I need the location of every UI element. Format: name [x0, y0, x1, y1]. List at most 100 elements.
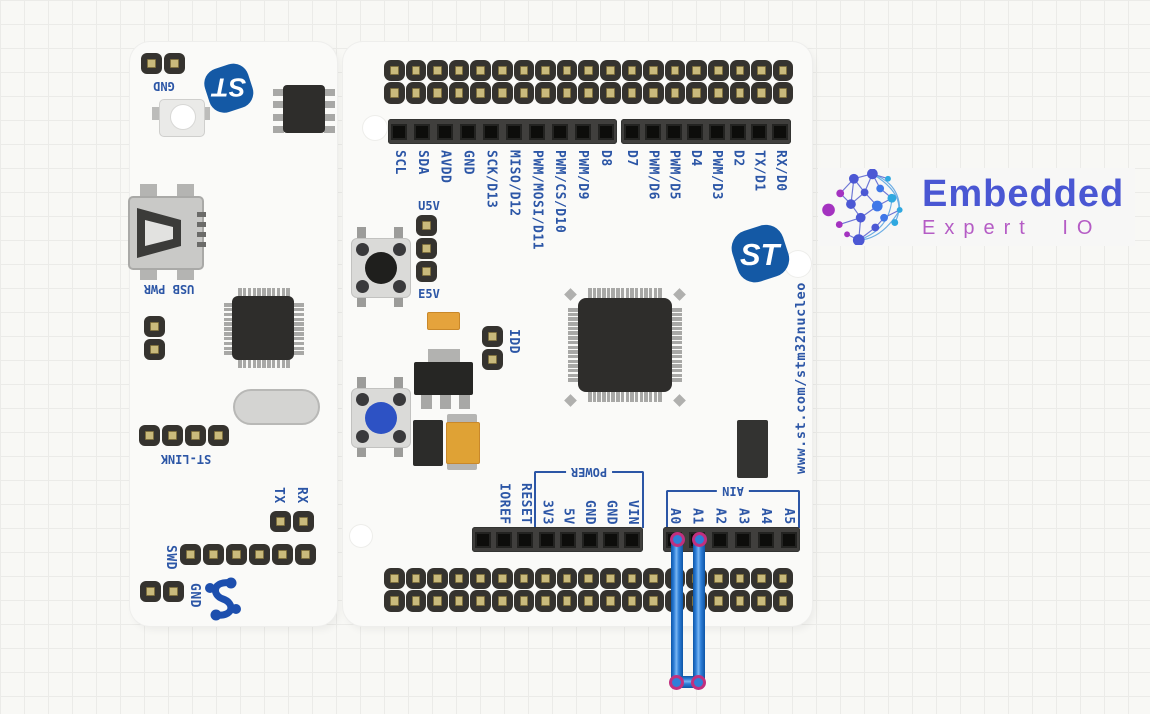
header-pin[interactable] [144, 339, 165, 360]
header-pin[interactable] [535, 590, 556, 612]
header-pin[interactable] [535, 82, 556, 104]
header-pin[interactable] [643, 60, 664, 82]
wire-connector[interactable] [692, 532, 707, 547]
header-socket[interactable] [414, 123, 431, 140]
header-pin[interactable] [427, 82, 448, 104]
digital-header-right[interactable] [621, 119, 791, 144]
header-pin[interactable] [578, 590, 599, 612]
header-socket[interactable] [602, 531, 619, 548]
smd-capacitor[interactable] [413, 420, 443, 466]
header-pin[interactable] [556, 60, 578, 82]
gnd-header-top[interactable] [141, 53, 185, 74]
header-pin[interactable] [405, 590, 427, 612]
header-pin[interactable] [772, 568, 794, 590]
header-socket[interactable] [644, 123, 661, 140]
header-pin[interactable] [470, 60, 491, 82]
header-pin[interactable] [621, 82, 643, 104]
header-pin[interactable] [643, 590, 664, 612]
header-pin[interactable] [578, 568, 599, 590]
header-pin[interactable] [427, 568, 448, 590]
smd-resistor[interactable] [427, 312, 460, 330]
header-pin[interactable] [751, 60, 772, 82]
header-pin[interactable] [599, 590, 621, 612]
header-pin[interactable] [208, 425, 229, 446]
header-pin[interactable] [578, 60, 599, 82]
header-pin[interactable] [482, 349, 503, 370]
digital-header-left[interactable] [388, 119, 617, 144]
header-pin[interactable] [405, 60, 427, 82]
header-pin[interactable] [384, 590, 405, 612]
header-pin[interactable] [556, 590, 578, 612]
header-pin[interactable] [751, 82, 772, 104]
header-pin[interactable] [203, 544, 224, 565]
header-pin[interactable] [578, 82, 599, 104]
wire-connector[interactable] [669, 675, 684, 690]
morpho-header-top[interactable] [384, 60, 794, 104]
header-socket[interactable] [460, 123, 477, 140]
header-pin[interactable] [470, 590, 491, 612]
header-socket[interactable] [437, 123, 454, 140]
header-pin[interactable] [295, 544, 316, 565]
header-pin[interactable] [384, 82, 405, 104]
header-pin[interactable] [707, 568, 729, 590]
header-pin[interactable] [139, 425, 160, 446]
header-pin[interactable] [751, 590, 772, 612]
header-socket[interactable] [391, 123, 408, 140]
button-cap[interactable] [365, 252, 397, 284]
header-pin[interactable] [384, 60, 405, 82]
header-pin[interactable] [405, 568, 427, 590]
header-pin[interactable] [270, 511, 291, 532]
header-socket[interactable] [517, 531, 534, 548]
header-socket[interactable] [666, 123, 683, 140]
header-pin[interactable] [141, 53, 162, 74]
header-socket[interactable] [551, 123, 568, 140]
power-select-header[interactable] [416, 215, 437, 282]
header-pin[interactable] [144, 316, 165, 337]
header-pin[interactable] [621, 568, 643, 590]
jumper-header[interactable] [144, 316, 165, 360]
header-pin[interactable] [621, 60, 643, 82]
wire-connector[interactable] [670, 532, 685, 547]
header-pin[interactable] [491, 60, 513, 82]
header-pin[interactable] [707, 590, 729, 612]
txrx-header[interactable] [270, 511, 314, 532]
header-pin[interactable] [226, 544, 247, 565]
header-socket[interactable] [597, 123, 614, 140]
header-pin[interactable] [491, 590, 513, 612]
header-pin[interactable] [405, 82, 427, 104]
header-pin[interactable] [513, 568, 535, 590]
header-pin[interactable] [470, 82, 491, 104]
header-socket[interactable] [528, 123, 545, 140]
header-pin[interactable] [599, 82, 621, 104]
header-socket[interactable] [623, 123, 640, 140]
header-socket[interactable] [624, 531, 641, 548]
power-header[interactable] [472, 527, 643, 552]
swd-header[interactable] [180, 544, 316, 565]
header-pin[interactable] [556, 568, 578, 590]
header-pin[interactable] [272, 544, 293, 565]
stlink-header[interactable] [139, 425, 229, 446]
wire-segment[interactable] [671, 536, 683, 686]
header-pin[interactable] [686, 82, 707, 104]
header-socket[interactable] [687, 123, 704, 140]
header-socket[interactable] [712, 531, 729, 548]
header-pin[interactable] [664, 60, 686, 82]
header-pin[interactable] [491, 568, 513, 590]
header-socket[interactable] [780, 531, 797, 548]
header-pin[interactable] [513, 82, 535, 104]
header-pin[interactable] [535, 568, 556, 590]
header-pin[interactable] [384, 568, 405, 590]
header-socket[interactable] [505, 123, 522, 140]
header-pin[interactable] [249, 544, 270, 565]
crystal-oscillator[interactable] [233, 389, 320, 425]
header-pin[interactable] [293, 511, 314, 532]
header-pin[interactable] [621, 590, 643, 612]
header-pin[interactable] [163, 581, 184, 602]
header-pin[interactable] [599, 60, 621, 82]
header-pin[interactable] [729, 590, 751, 612]
header-pin[interactable] [729, 82, 751, 104]
header-pin[interactable] [643, 568, 664, 590]
header-socket[interactable] [496, 531, 513, 548]
header-pin[interactable] [772, 590, 794, 612]
header-pin[interactable] [729, 60, 751, 82]
